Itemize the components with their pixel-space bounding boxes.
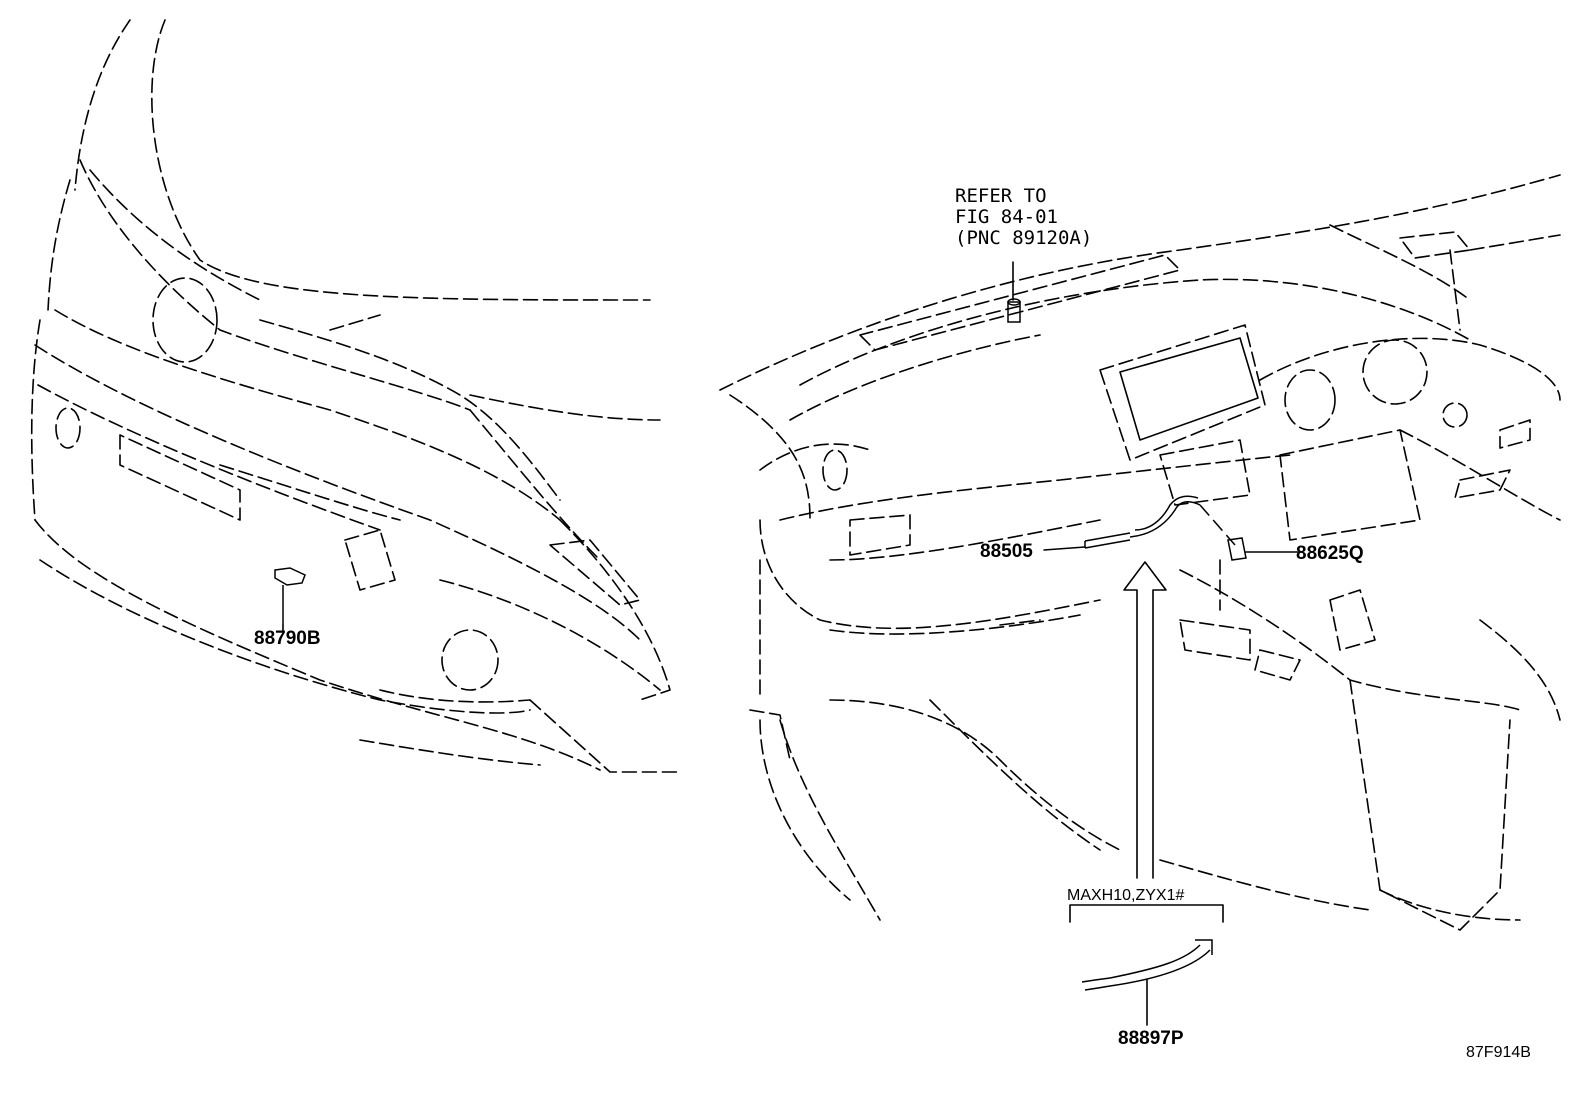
dashboard-illustration [719,174,1561,991]
hose-88897P-icon [1081,939,1213,991]
variant-bracket [1069,904,1224,923]
sensor-89120A-icon [1007,298,1021,323]
refer-to-line2: FIG 84-01 [955,206,1058,228]
connector-88625Q-icon [1227,537,1247,561]
pointer-arrow-icon [1123,561,1167,879]
harness-88505-icon [1084,495,1236,549]
sensor-88790B-icon [274,567,306,625]
part-number-88790B: 88790B [254,628,321,649]
part-number-88897P: 88897P [1118,1028,1184,1049]
refer-to-line1: REFER TO [955,185,1047,207]
leader-88505 [1043,546,1086,551]
variant-label: MAXH10,ZYX1# [1067,887,1184,904]
figure-code: 87F914B [1466,1044,1531,1061]
part-number-88625Q: 88625Q [1296,543,1364,564]
part-number-88505: 88505 [980,541,1033,562]
front-bumper-illustration [30,19,681,773]
refer-to-line3: (PNC 89120A) [955,227,1092,249]
